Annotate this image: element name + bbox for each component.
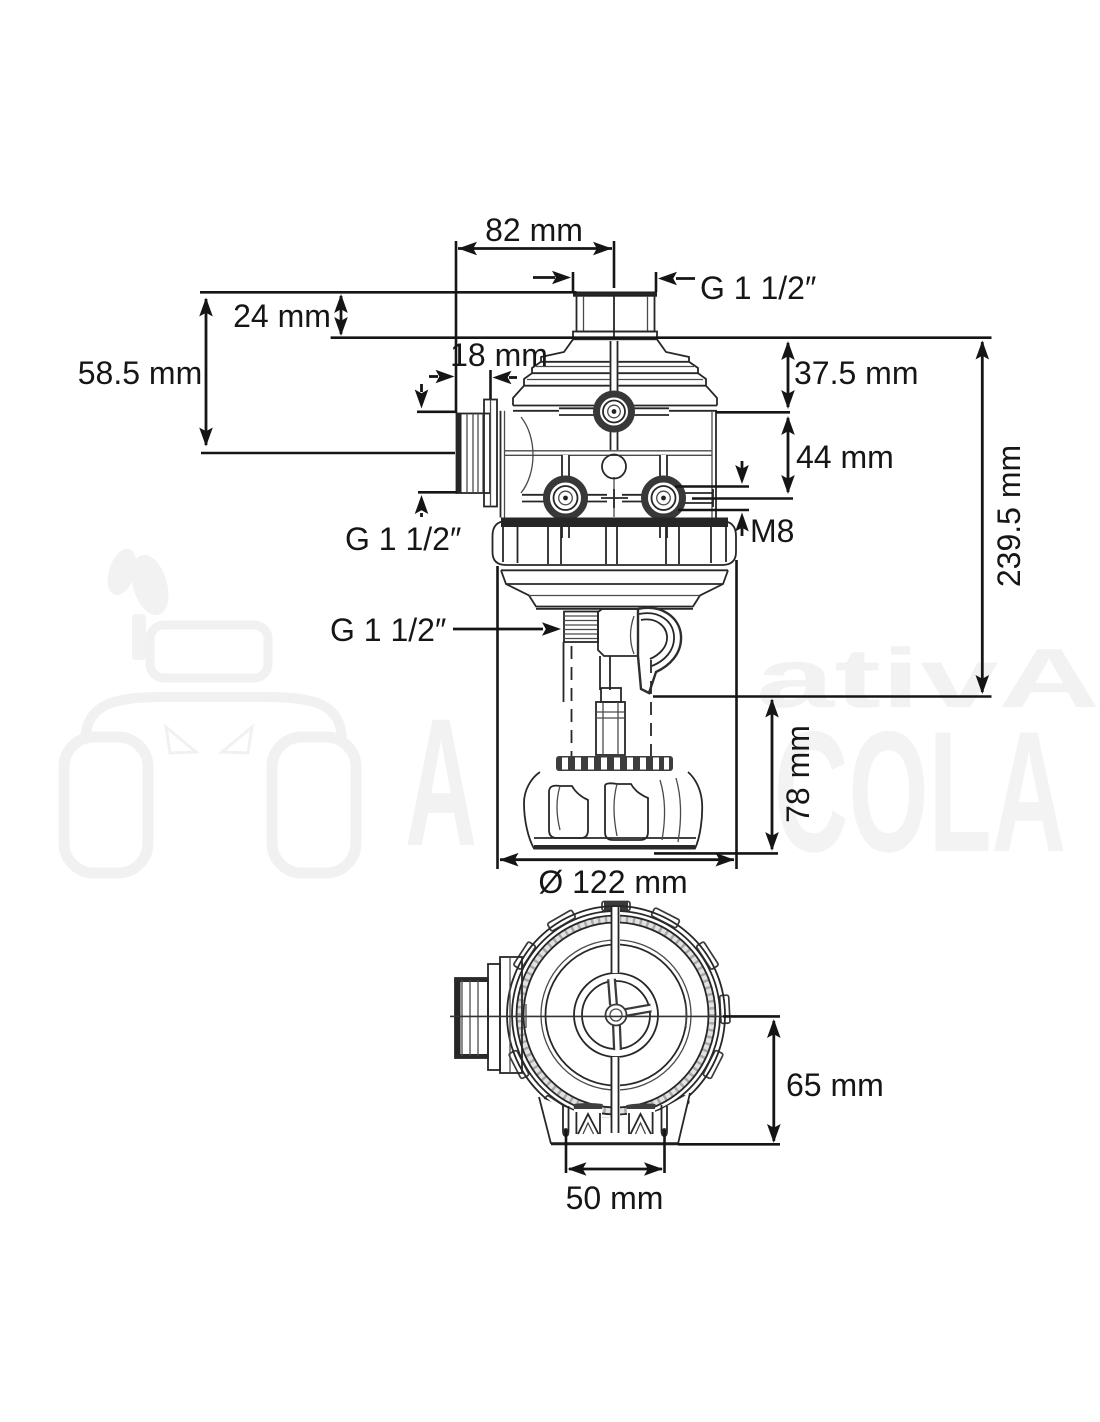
svg-text:G 1 1/2″: G 1 1/2″	[700, 270, 816, 306]
svg-text:M8: M8	[750, 513, 794, 549]
svg-text:24 mm: 24 mm	[233, 298, 331, 334]
svg-text:239.5 mm: 239.5 mm	[991, 445, 1027, 587]
svg-text:18 mm: 18 mm	[450, 337, 548, 373]
svg-text:ativA: ativA	[756, 631, 1100, 725]
svg-text:A: A	[405, 680, 477, 884]
svg-text:65 mm: 65 mm	[786, 1067, 884, 1103]
svg-text:Ø 122 mm: Ø 122 mm	[538, 864, 687, 900]
svg-text:G 1 1/2″: G 1 1/2″	[330, 612, 446, 648]
svg-text:37.5 mm: 37.5 mm	[794, 355, 918, 391]
svg-text:58.5 mm: 58.5 mm	[78, 355, 202, 391]
svg-text:82 mm: 82 mm	[485, 212, 583, 248]
svg-text:78 mm: 78 mm	[780, 725, 816, 823]
svg-text:G 1 1/2″: G 1 1/2″	[345, 521, 461, 557]
svg-text:50 mm: 50 mm	[566, 1180, 664, 1216]
svg-text:COLA: COLA	[774, 696, 1066, 888]
svg-text:44 mm: 44 mm	[796, 439, 894, 475]
